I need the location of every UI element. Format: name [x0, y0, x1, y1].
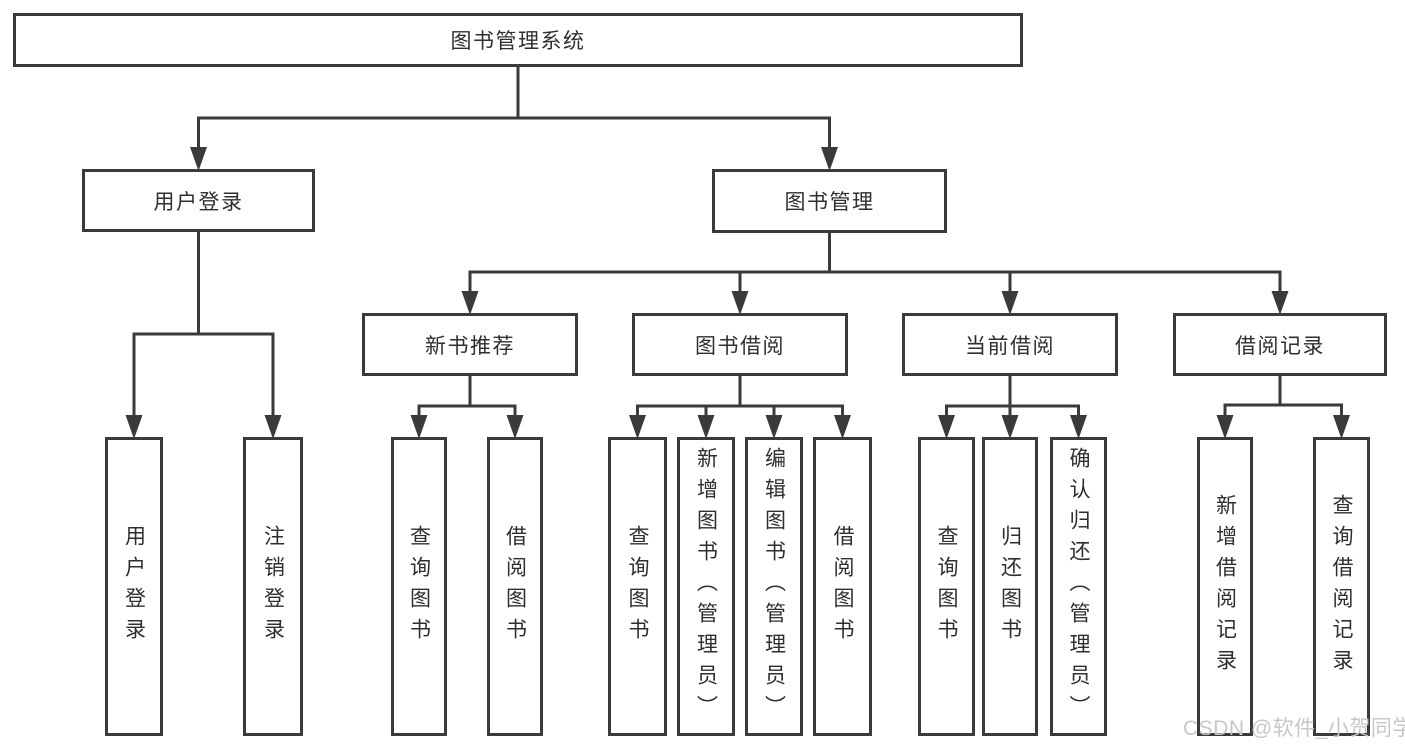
node-label: 借阅图书 [831, 524, 854, 649]
node-l-edit-book: 编辑图书（管理员） [745, 437, 803, 736]
node-current: 当前借阅 [902, 313, 1118, 376]
node-rec: 新书推荐 [362, 313, 578, 376]
node-borrow: 图书借阅 [632, 313, 848, 376]
node-l-query3: 查询图书 [918, 437, 975, 736]
arrowhead [1001, 415, 1019, 439]
node-label: 注销登录 [261, 524, 285, 649]
arrowhead [1333, 415, 1350, 439]
node-label: 图书管理系统 [450, 30, 586, 53]
node-l-lend1: 借阅图书 [487, 437, 543, 736]
arrowhead [264, 415, 282, 439]
node-label: 借阅图书 [503, 524, 527, 649]
node-records: 借阅记录 [1173, 313, 1387, 376]
node-label: 图书管理 [784, 191, 875, 214]
node-l-query-rec: 查询借阅记录 [1313, 437, 1370, 736]
arrowhead [461, 291, 479, 315]
node-l-query1: 查询图书 [391, 437, 447, 736]
node-l-lend2: 借阅图书 [813, 437, 872, 736]
node-label: 借阅记录 [1235, 334, 1325, 358]
node-root: 图书管理系统 [13, 13, 1023, 67]
node-login: 用户登录 [82, 169, 315, 232]
arrowhead [1271, 291, 1289, 315]
arrowhead [190, 147, 207, 171]
arrowhead [938, 415, 955, 439]
node-label: 查询图书 [626, 524, 649, 649]
arrowhead [1216, 415, 1234, 439]
arrowhead [731, 291, 749, 315]
arrowhead [821, 147, 838, 171]
node-label: 查询借阅记录 [1330, 493, 1353, 680]
arrowhead [629, 415, 646, 439]
node-l-query2: 查询图书 [608, 437, 667, 736]
node-l-confirm: 确认归还（管理员） [1050, 437, 1107, 736]
arrowhead [125, 415, 143, 439]
node-label: 新增借阅记录 [1213, 493, 1237, 680]
node-label: 新书推荐 [425, 334, 515, 358]
node-label: 图书借阅 [695, 334, 785, 358]
arrowhead [697, 415, 715, 439]
node-l-logout: 注销登录 [243, 437, 303, 736]
node-label: 用户登录 [122, 524, 146, 649]
node-l-add-rec: 新增借阅记录 [1197, 437, 1253, 736]
node-label: 用户登录 [153, 190, 244, 214]
arrowhead [410, 415, 428, 439]
node-label: 新增图书（管理员） [694, 447, 718, 726]
node-label: 当前借阅 [965, 334, 1055, 358]
node-l-login: 用户登录 [105, 437, 163, 736]
watermark: CSDN @软件_小贺同学 [1183, 717, 1405, 740]
node-label: 确认归还（管理员） [1067, 447, 1090, 726]
node-label: 查询图书 [935, 524, 958, 649]
node-label: 编辑图书（管理员） [762, 447, 786, 726]
arrowhead [1001, 291, 1019, 315]
connector-lines [132, 63, 1343, 421]
node-label: 归还图书 [998, 524, 1022, 649]
node-mgmt: 图书管理 [712, 169, 947, 233]
arrowhead [834, 415, 851, 439]
node-l-return: 归还图书 [982, 437, 1038, 736]
arrowhead [765, 415, 783, 439]
arrowhead [506, 415, 524, 439]
node-l-add-book: 新增图书（管理员） [677, 437, 735, 736]
node-label: 查询图书 [407, 524, 431, 649]
arrowhead [1070, 415, 1087, 439]
